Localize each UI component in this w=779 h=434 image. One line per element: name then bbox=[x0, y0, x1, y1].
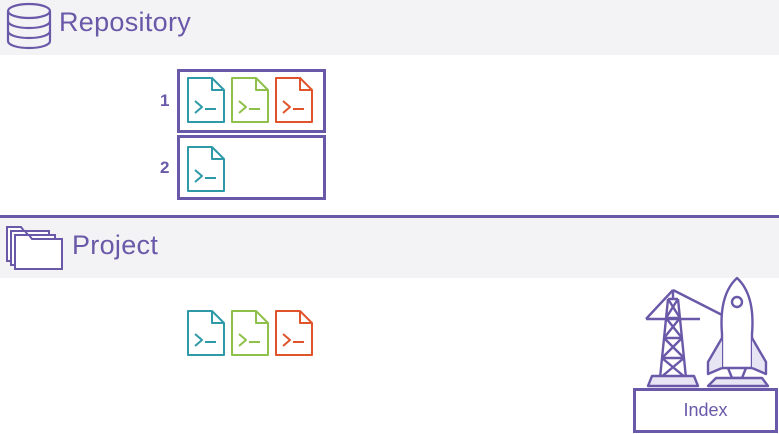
database-icon bbox=[6, 2, 52, 50]
script-file-icon-teal bbox=[187, 77, 225, 123]
folder-icon bbox=[6, 226, 63, 270]
script-file-icon-green bbox=[231, 310, 269, 356]
index-box[interactable]: Index bbox=[633, 388, 778, 433]
script-file-icon-teal bbox=[187, 310, 225, 356]
project-header bbox=[0, 215, 779, 278]
script-file-icon-orange bbox=[275, 77, 313, 123]
project-title: Project bbox=[72, 230, 159, 260]
script-file-icon-orange bbox=[275, 310, 313, 356]
script-file-icon-teal bbox=[187, 146, 225, 192]
script-file-icon-green bbox=[231, 77, 269, 123]
launchpad-rocket-icon bbox=[645, 276, 770, 388]
commit-number: 1 bbox=[160, 91, 170, 110]
repository-title: Repository bbox=[59, 7, 192, 37]
commit-number: 2 bbox=[160, 158, 170, 177]
repository-header bbox=[0, 0, 779, 55]
